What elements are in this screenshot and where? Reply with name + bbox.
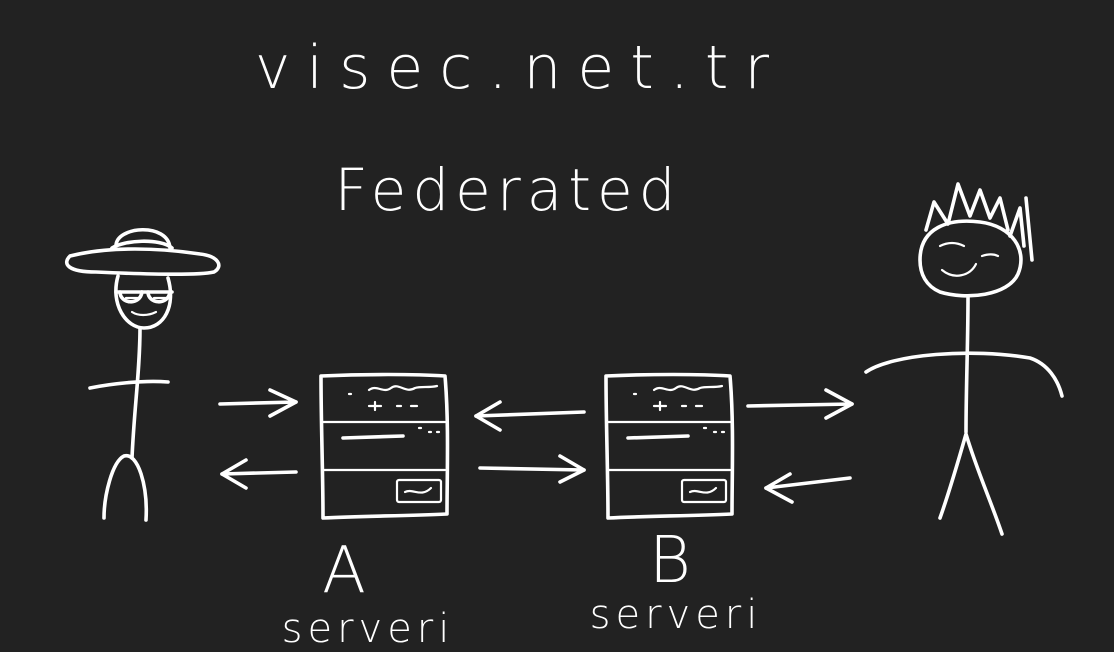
server-a-letter: A xyxy=(322,534,366,608)
arms-line xyxy=(88,379,170,390)
body-line xyxy=(964,296,970,434)
server-a-label: serveri xyxy=(282,606,455,652)
user-right-figure xyxy=(864,182,1064,536)
body-line xyxy=(130,326,142,460)
legs-line xyxy=(102,454,149,522)
hat-icon xyxy=(64,227,221,277)
legs-line xyxy=(938,432,1004,536)
server-a-icon xyxy=(319,372,450,520)
server-b-letter: B xyxy=(649,524,691,598)
mouth-icon xyxy=(130,310,158,317)
subtitle-text: Federated xyxy=(334,156,681,224)
head-icon xyxy=(918,219,1023,298)
arrow-user-left-to-server-a xyxy=(218,388,298,418)
title-text: visec.net.tr xyxy=(255,33,785,103)
arrow-server-b-to-user-right xyxy=(746,388,854,420)
arrow-server-a-to-server-b xyxy=(478,454,586,484)
sunglasses-icon xyxy=(114,290,174,304)
arms-line xyxy=(864,351,1064,398)
user-left-figure xyxy=(64,227,221,522)
arrow-server-b-to-server-a xyxy=(474,400,586,432)
head-icon xyxy=(114,274,173,330)
arrow-user-right-to-server-b xyxy=(764,472,852,504)
server-b-icon xyxy=(604,372,735,520)
face-icon xyxy=(938,241,1000,277)
arrow-server-a-to-user-left xyxy=(220,458,298,490)
server-b-label: serveri xyxy=(590,592,763,638)
spiky-hair-icon xyxy=(924,182,1034,262)
